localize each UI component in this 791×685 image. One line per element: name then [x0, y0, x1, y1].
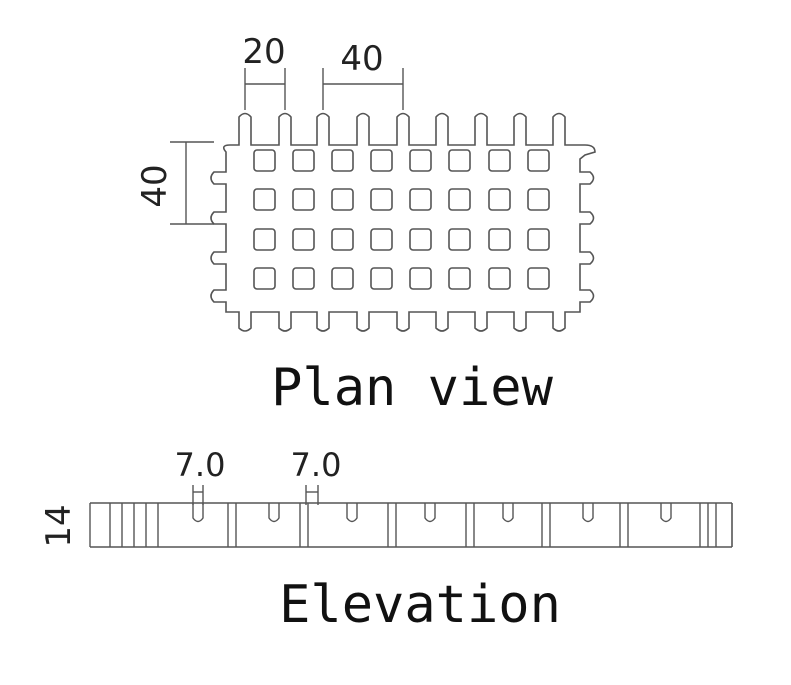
grid-opening — [331, 149, 354, 172]
grid-opening — [448, 188, 471, 211]
grid-opening — [292, 188, 315, 211]
grid-opening — [409, 228, 432, 251]
plan-grid-openings — [253, 149, 550, 290]
grid-opening — [527, 228, 550, 251]
grid-opening — [253, 228, 276, 251]
grid-opening — [292, 228, 315, 251]
grid-opening — [488, 149, 511, 172]
elevation-profile — [90, 502, 733, 548]
grid-opening — [448, 228, 471, 251]
elevation-slot — [192, 503, 204, 523]
grid-opening — [253, 267, 276, 290]
elevation-slots — [89, 503, 717, 547]
dimension-slot-1: 7.0 — [175, 446, 226, 505]
grid-opening — [331, 267, 354, 290]
dimension-40-left: 40 — [135, 141, 214, 225]
grid-opening — [253, 188, 276, 211]
dimension-slot-1-label: 7.0 — [175, 446, 226, 484]
grid-opening — [527, 267, 550, 290]
dimension-slot-2: 7.0 — [291, 446, 342, 505]
elevation-slot — [424, 503, 436, 523]
plan-view-caption: Plan view — [271, 358, 553, 418]
dimension-20: 20 — [242, 32, 286, 110]
plan-outline-path — [210, 112, 596, 332]
elevation-slot — [346, 503, 358, 523]
dimension-20-label: 20 — [242, 32, 285, 72]
grid-opening — [370, 267, 393, 290]
grid-opening — [253, 149, 276, 172]
grid-opening — [292, 267, 315, 290]
elevation-view: 7.0 7.0 14 Elevation — [39, 446, 733, 635]
elevation-slot — [268, 503, 280, 523]
dimension-40-top: 40 — [322, 39, 404, 110]
elevation-slot — [582, 503, 594, 523]
dimension-height-label: 14 — [39, 504, 79, 547]
dimension-40-top-label: 40 — [340, 39, 383, 79]
grid-opening — [527, 149, 550, 172]
grid-opening — [488, 267, 511, 290]
grid-opening — [331, 188, 354, 211]
dimension-height-14: 14 — [39, 504, 79, 547]
dimension-slot-2-label: 7.0 — [291, 446, 342, 484]
grid-opening — [292, 149, 315, 172]
grid-opening — [370, 149, 393, 172]
elevation-caption: Elevation — [279, 575, 561, 635]
grid-opening — [488, 228, 511, 251]
dimension-40-left-label: 40 — [135, 164, 175, 207]
elevation-slot — [660, 503, 672, 523]
plan-view: 20 40 40 Plan view — [135, 32, 596, 418]
grid-opening — [370, 228, 393, 251]
grid-opening — [370, 188, 393, 211]
grid-opening — [527, 188, 550, 211]
grid-opening — [409, 149, 432, 172]
plan-outline — [210, 112, 596, 332]
grid-opening — [331, 228, 354, 251]
grid-opening — [409, 267, 432, 290]
grid-opening — [448, 267, 471, 290]
grid-opening — [409, 188, 432, 211]
grid-opening — [488, 188, 511, 211]
elevation-slot — [502, 503, 514, 523]
grid-opening — [448, 149, 471, 172]
